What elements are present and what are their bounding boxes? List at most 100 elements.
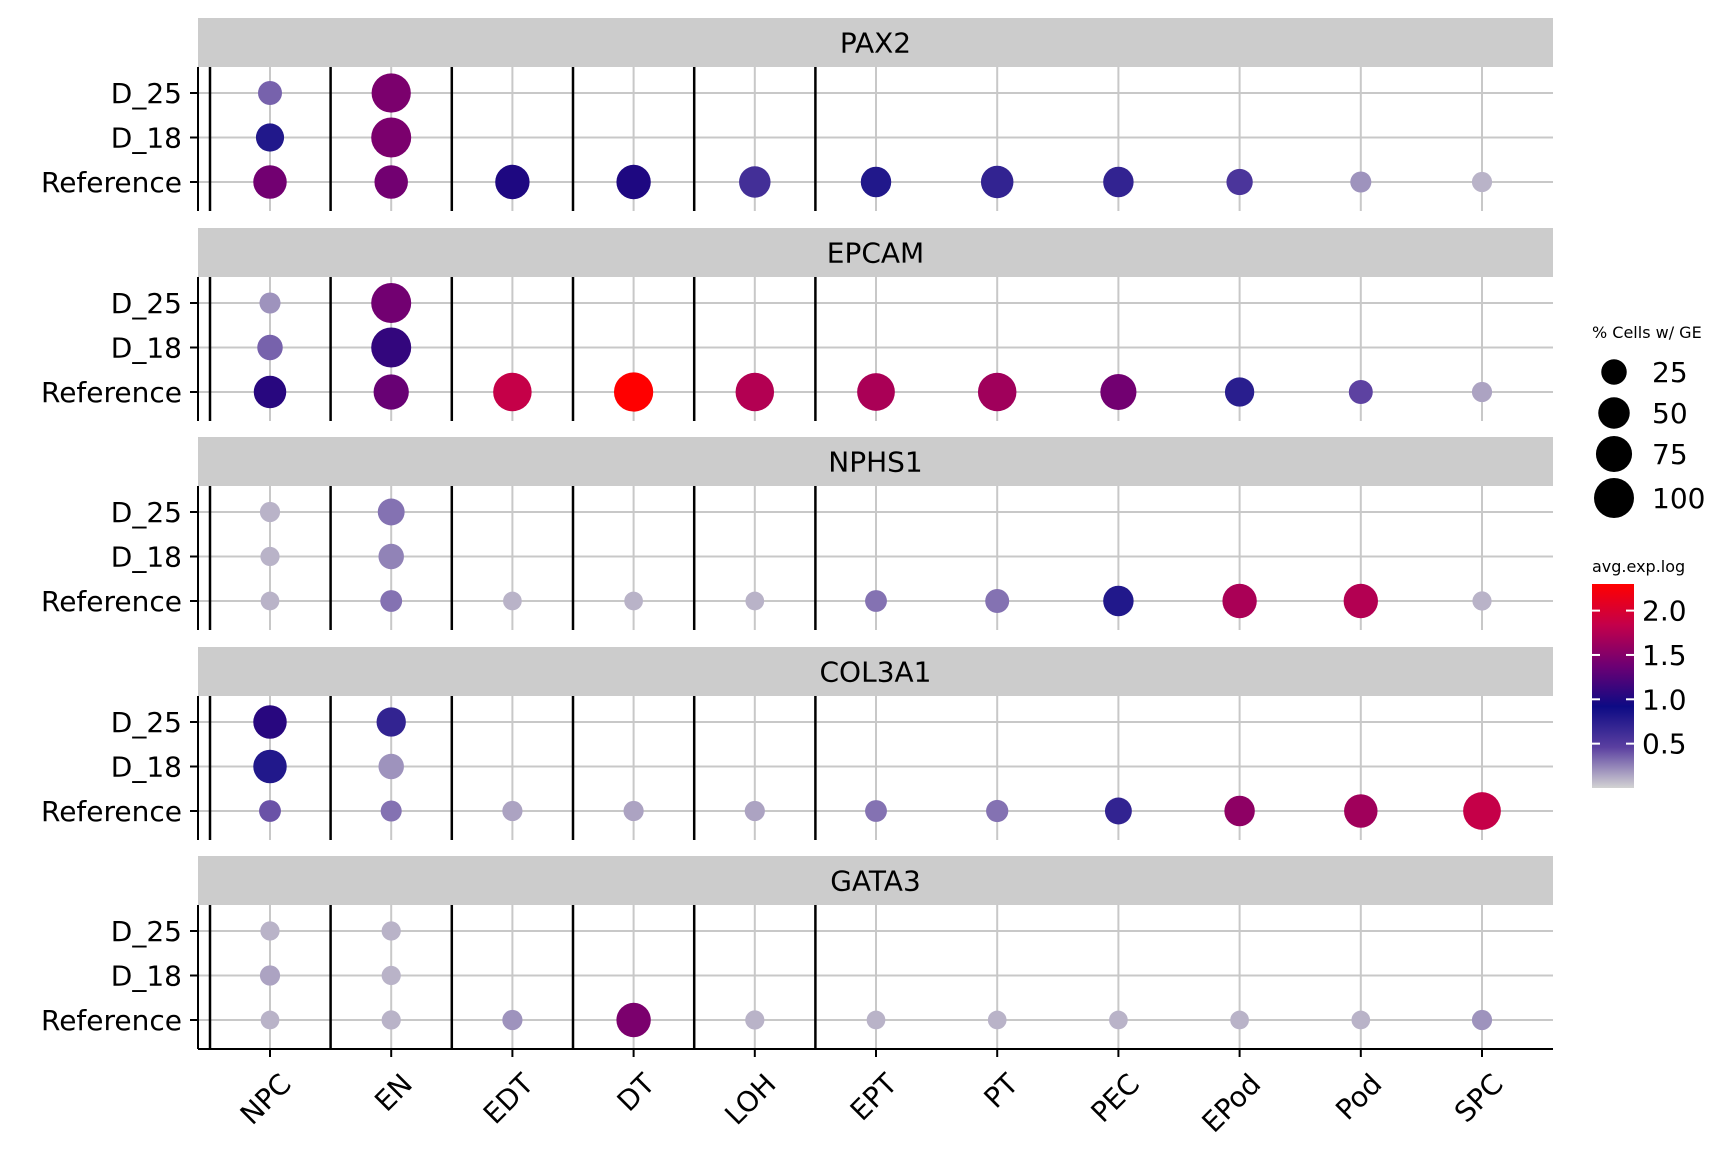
dot-pax2-reference-npc [253, 165, 287, 199]
dot-pax2-d_25-en [371, 73, 411, 113]
row-label: Reference [41, 795, 182, 828]
x-tick-label: LOH [718, 1067, 782, 1131]
dot-pax2-reference-spc [1471, 171, 1493, 193]
row-label: D_25 [111, 496, 182, 529]
dot-epcam-reference-spc [1471, 381, 1493, 403]
dot-pax2-reference-dt [616, 164, 651, 200]
facet-header [198, 228, 1553, 277]
row-label: D_25 [111, 77, 182, 110]
x-tick-label: SPC [1448, 1067, 1510, 1129]
dot-nphs1-d_25-en [377, 498, 405, 526]
dot-col3a1-reference-ept [865, 800, 887, 822]
facet-title: NPHS1 [828, 446, 922, 479]
facet-title: GATA3 [830, 865, 921, 898]
dot-gata3-reference-ept [866, 1010, 886, 1030]
dot-gata3-d_25-npc [260, 921, 280, 941]
row-label: D_18 [111, 541, 182, 574]
dot-col3a1-reference-spc [1463, 792, 1501, 830]
dot-gata3-reference-loh [745, 1010, 765, 1030]
dot-col3a1-reference-npc [259, 800, 281, 822]
dot-epcam-d_18-en [371, 327, 412, 368]
dot-col3a1-d_25-npc [253, 705, 287, 739]
dot-pax2-reference-pod [1350, 171, 1372, 193]
dot-epcam-reference-pt [977, 372, 1017, 412]
dot-nphs1-reference-pod [1343, 583, 1378, 619]
dot-gata3-reference-edt [502, 1009, 523, 1031]
size-legend-key [1595, 435, 1633, 473]
row-label: D_25 [111, 915, 182, 948]
row-label: D_25 [111, 706, 182, 739]
dot-nphs1-reference-dt [624, 591, 643, 611]
dot-nphs1-reference-en [380, 590, 403, 612]
dot-gata3-reference-pec [1109, 1010, 1128, 1030]
dot-gata3-reference-epod [1230, 1010, 1249, 1030]
dot-col3a1-reference-en [380, 800, 402, 822]
dot-nphs1-reference-loh [745, 591, 765, 611]
dot-nphs1-reference-epod [1222, 583, 1257, 619]
dot-nphs1-reference-pt [985, 589, 1010, 613]
dot-pax2-reference-edt [495, 164, 530, 200]
row-label: Reference [41, 376, 182, 409]
dot-pax2-d_25-npc [258, 81, 282, 105]
dot-epcam-reference-en [373, 374, 409, 410]
dot-col3a1-d_25-en [376, 707, 406, 737]
size-legend-label: 25 [1652, 356, 1688, 389]
row-label: Reference [41, 166, 182, 199]
dot-col3a1-d_18-npc [253, 749, 287, 784]
facet-header [198, 437, 1553, 486]
x-tick-label: EPod [1195, 1067, 1267, 1139]
dot-nphs1-reference-npc [260, 591, 280, 611]
dot-epcam-d_25-en [371, 283, 412, 323]
size-legend-key [1594, 478, 1634, 518]
dot-epcam-reference-loh [735, 372, 775, 412]
size-legend-title: % Cells w/ GE [1592, 323, 1702, 342]
dot-gata3-d_18-en [381, 965, 401, 986]
dot-epcam-reference-dt [613, 372, 654, 412]
dot-col3a1-d_18-en [378, 753, 404, 780]
dot-nphs1-d_18-en [378, 543, 404, 570]
dot-nphs1-reference-pec [1103, 585, 1134, 617]
dot-pax2-reference-pec [1103, 166, 1134, 198]
dot-pax2-reference-loh [739, 166, 771, 198]
color-legend-label: 1.0 [1642, 683, 1687, 716]
row-label: D_25 [111, 287, 182, 320]
dot-gata3-reference-en [381, 1010, 401, 1030]
dot-epcam-reference-edt [493, 372, 532, 412]
dot-pax2-reference-en [374, 165, 408, 199]
dot-epcam-reference-epod [1224, 377, 1255, 407]
x-tick-label: NPC [234, 1067, 298, 1131]
dot-gata3-reference-dt [616, 1002, 651, 1038]
dot-col3a1-reference-dt [623, 800, 644, 822]
x-tick-label: Pod [1329, 1067, 1388, 1126]
row-label: D_18 [111, 960, 182, 993]
dot-epcam-d_25-npc [259, 292, 281, 314]
color-legend-label: 1.5 [1642, 639, 1687, 672]
dot-epcam-reference-ept [857, 373, 895, 411]
row-label: D_18 [111, 122, 182, 155]
dot-pax2-reference-pt [980, 165, 1014, 199]
dot-epcam-d_18-npc [257, 334, 283, 361]
row-label: D_18 [111, 751, 182, 784]
dot-epcam-reference-npc [253, 375, 287, 409]
dot-gata3-reference-pt [987, 1010, 1007, 1030]
dot-gata3-d_18-npc [259, 965, 281, 986]
x-tick-label: EDT [477, 1067, 541, 1131]
dot-pax2-d_18-npc [255, 123, 285, 152]
row-label: D_18 [111, 332, 182, 365]
dot-col3a1-reference-edt [502, 800, 523, 822]
size-legend-label: 100 [1652, 482, 1705, 515]
facet-header [198, 856, 1553, 905]
dot-nphs1-d_18-npc [260, 546, 280, 567]
dot-nphs1-reference-spc [1472, 591, 1492, 611]
dot-epcam-reference-pec [1100, 373, 1137, 411]
facet-title: EPCAM [827, 237, 924, 270]
facet-header [198, 647, 1553, 696]
dot-nphs1-reference-edt [503, 591, 522, 611]
dot-col3a1-reference-pec [1104, 797, 1132, 825]
size-legend-label: 50 [1652, 397, 1688, 430]
